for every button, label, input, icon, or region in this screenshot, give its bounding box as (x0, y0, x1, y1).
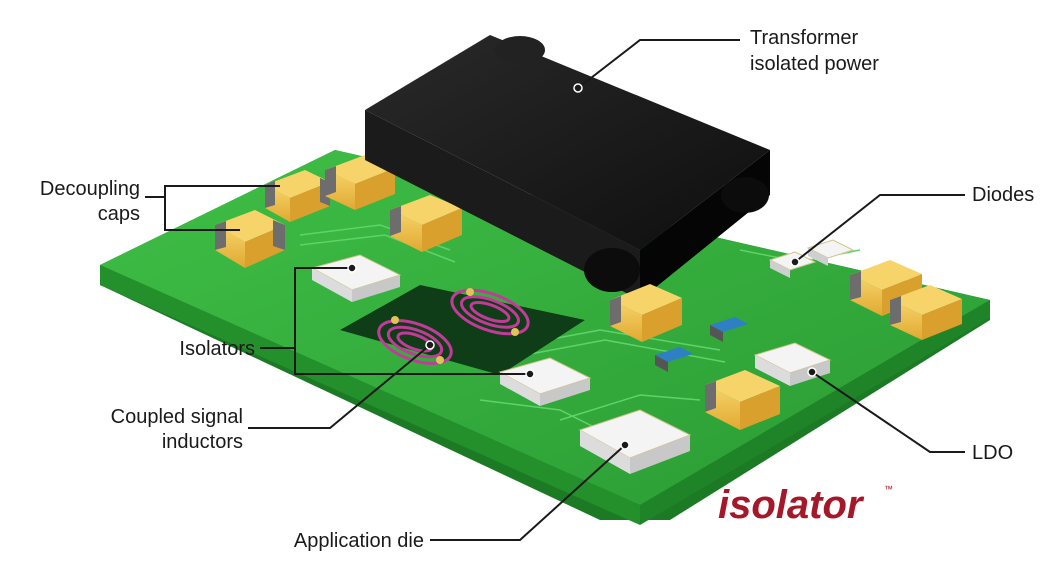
label-transformer-line1: Transformer (750, 27, 859, 49)
callout-transformer (578, 40, 740, 88)
label-decoupling-line1: Decoupling (40, 178, 140, 200)
label-isolators: Isolators (179, 338, 255, 360)
logo-trademark: ™ (884, 484, 893, 494)
logo-text: isolator (718, 483, 865, 527)
label-ldo: LDO (972, 442, 1013, 464)
label-coupled-line1: Coupled signal (111, 406, 243, 428)
label-transformer-line2: isolated power (750, 53, 879, 75)
label-coupled-line2: inductors (162, 431, 243, 453)
isolator-logo: isolator ™ (718, 483, 893, 527)
label-decoupling-line2: caps (98, 203, 140, 225)
label-application-die: Application die (294, 530, 424, 552)
label-diodes: Diodes (972, 184, 1034, 206)
